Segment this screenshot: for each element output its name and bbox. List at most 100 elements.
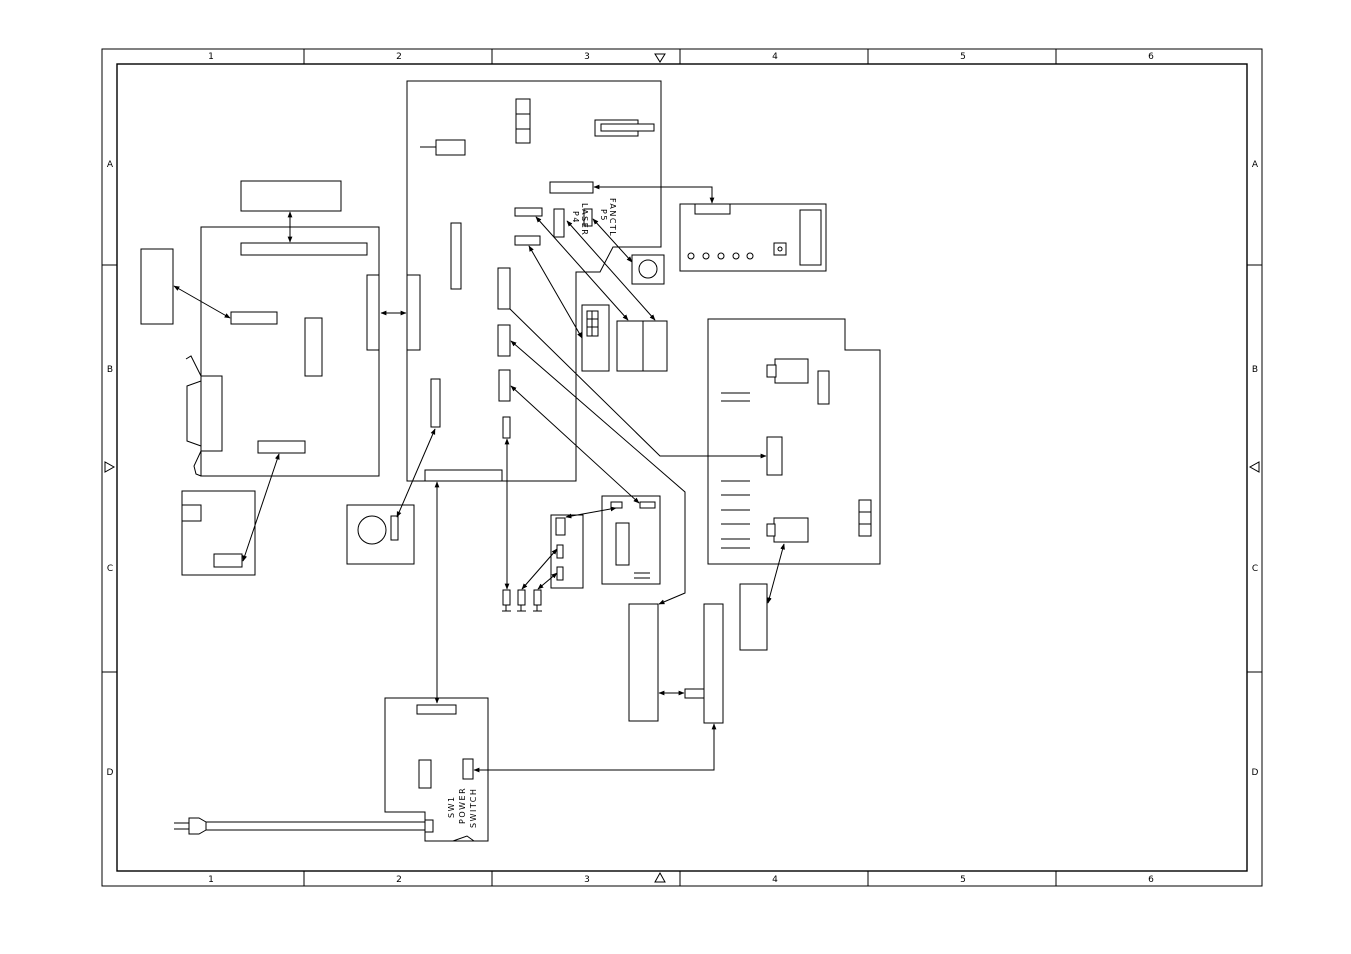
zone-row-label: A (107, 160, 114, 170)
dsub-shell (186, 380, 202, 447)
sensor-icon (533, 589, 542, 606)
speaker-module (346, 504, 415, 565)
wire (537, 572, 558, 590)
right-board-jack-top (774, 358, 809, 384)
zone-col-label: 2 (396, 875, 402, 885)
wire (396, 428, 436, 518)
left-pcb-bottom-connector (257, 440, 306, 454)
switch-board (581, 304, 610, 372)
zone-row-label: C (1252, 564, 1258, 574)
wire (473, 723, 717, 773)
left-pcb-connector-mid (230, 311, 278, 325)
zone-labels-right: A B C D (1252, 160, 1259, 778)
zone-col-label: 3 (584, 875, 590, 885)
right-board-stack (858, 499, 872, 537)
zone-row-label: A (1252, 160, 1259, 170)
panel-board-display (799, 209, 822, 266)
wire (767, 543, 785, 604)
left-pcb-ic (304, 317, 323, 377)
wiring (173, 184, 785, 773)
zone-col-label: 2 (396, 52, 402, 62)
zone-row-label: B (107, 365, 113, 375)
side-module (140, 248, 174, 325)
sensor-board (550, 514, 584, 589)
wire (566, 220, 656, 321)
zone-col-label: 3 (584, 52, 590, 62)
main-board-slot-inner (600, 123, 655, 132)
panel-board-button (773, 242, 787, 256)
main-board-ribbon (497, 267, 511, 310)
main-board-ic-low (430, 378, 441, 428)
right-module (739, 583, 768, 651)
zone-labels-top: 1 2 3 4 5 6 (208, 52, 1154, 62)
main-board-ic-tall (450, 222, 462, 290)
speaker-icon (357, 515, 387, 545)
lower-left-module-connector (213, 553, 243, 568)
zone-col-label: 5 (960, 875, 966, 885)
panel-board-connector (694, 203, 731, 215)
zone-row-label: C (107, 564, 113, 574)
zone-col-label: 6 (1148, 875, 1154, 885)
sw1-label: SW1 (447, 795, 456, 818)
tall-board-connector (684, 688, 705, 699)
zone-labels-left: A B C D (107, 160, 114, 778)
main-board-left-connector (406, 274, 421, 351)
power-label: POWER (458, 787, 467, 824)
power-switch-icon (452, 835, 475, 842)
p5-label: P5 (599, 209, 608, 222)
lower-left-module-tab (181, 504, 202, 522)
fan-module (631, 254, 665, 285)
switch-label: SWITCH (469, 788, 478, 828)
plug-icon (188, 817, 207, 835)
led-icon (717, 252, 725, 260)
laser-label: LASER (580, 203, 589, 236)
main-board-small-box (435, 139, 466, 156)
main-board-connector-f (502, 416, 511, 439)
wire (521, 548, 558, 590)
sensor-icon (502, 589, 511, 606)
led-icon (687, 252, 695, 260)
main-board-connector-b (514, 207, 543, 217)
main-board-connector-stack (515, 98, 531, 144)
main-board: P4 LASER P5 FANCTL (406, 80, 662, 482)
led-icon (702, 252, 710, 260)
left-pcb-top-connector (240, 242, 368, 256)
dsub-connector (200, 375, 223, 452)
main-board-connector-d (497, 324, 511, 357)
main-board-bottom-connector (424, 469, 503, 482)
dsub-latch-top (185, 355, 202, 377)
power-supply-board: SW1 POWER SWITCH (384, 697, 489, 842)
wire (173, 285, 231, 319)
left-board-cluster (140, 180, 380, 576)
tall-board-left (628, 603, 659, 722)
drawing-frame (101, 48, 1263, 887)
dsub-latch-bottom (193, 450, 202, 477)
p4-laser-connector (553, 208, 565, 238)
zone-col-label: 1 (208, 52, 214, 62)
tall-board-right (703, 603, 724, 724)
zone-col-label: 6 (1148, 52, 1154, 62)
right-board-jack-bottom (773, 517, 809, 543)
zone-row-label: D (1252, 768, 1259, 778)
left-pcb-right-connector (366, 274, 380, 351)
right-center-mark (1248, 461, 1260, 473)
sensors (502, 589, 542, 612)
zone-row-label: D (107, 768, 114, 778)
wire (510, 385, 640, 504)
wire (592, 218, 633, 263)
ac-power-cord (174, 817, 434, 835)
top-module (240, 180, 342, 212)
top-center-mark (654, 53, 666, 63)
zone-row-label: B (1252, 365, 1258, 375)
laser-unit (616, 320, 668, 372)
wire (242, 453, 280, 562)
zone-col-label: 4 (772, 52, 778, 62)
wire (593, 184, 715, 204)
right-board-connector-mid (766, 436, 783, 476)
fanctl-label: FANCTL (608, 198, 617, 237)
zone-col-label: 1 (208, 875, 214, 885)
right-board (707, 318, 881, 565)
bottom-center-mark (654, 871, 666, 883)
sensor-icon (517, 589, 526, 606)
